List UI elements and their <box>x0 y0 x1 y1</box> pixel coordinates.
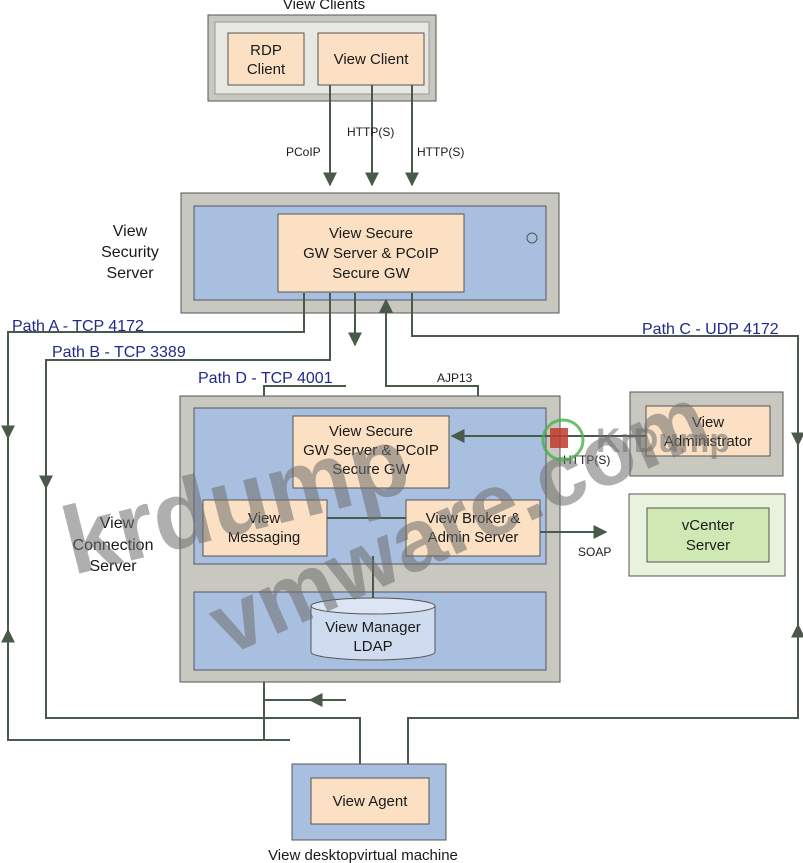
krdump-logo: KrDump <box>541 418 730 462</box>
view-admin-line1: View <box>692 414 724 431</box>
footer-label: View desktopvirtual machine <box>268 847 458 863</box>
view-messaging-line2: Messaging <box>228 529 301 546</box>
soap-label: SOAP <box>578 545 611 559</box>
path-d-label: Path D - TCP 4001 <box>198 370 333 387</box>
path-c-label: Path C - UDP 4172 <box>642 321 779 338</box>
view-client-label: View Client <box>334 51 410 68</box>
view-broker-line1: View Broker & <box>426 510 521 527</box>
path-a-wire <box>7 293 305 741</box>
https-label-2: HTTP(S) <box>417 145 464 159</box>
security-server-label-1: View <box>113 223 148 240</box>
security-gw-line2: GW Server & PCoIP <box>303 245 439 262</box>
pcoip-label: PCoIP <box>286 145 321 159</box>
connection-server-label-2: Connection <box>73 537 154 554</box>
ldap-line2: LDAP <box>353 638 392 655</box>
view-messaging-line1: View <box>248 510 280 527</box>
view-agent-label: View Agent <box>333 793 409 810</box>
view-client-box: View Client <box>317 32 425 86</box>
krdump-logo-text: KrDump <box>596 422 730 460</box>
ldap-database-icon <box>310 597 436 661</box>
security-gw-line3: Secure GW <box>332 265 410 282</box>
path-b-label: Path B - TCP 3389 <box>52 344 186 361</box>
ldap-line1: View Manager <box>325 619 421 636</box>
rdp-client-line2: Client <box>247 61 286 78</box>
registered-mark-icon <box>526 232 538 244</box>
security-gw-line1: View Secure <box>329 225 413 242</box>
rdp-client-box: RDP Client <box>227 32 305 86</box>
cs-gw-line3: Secure GW <box>332 461 410 478</box>
connection-server-group: View Secure GW Server & PCoIP Secure GW … <box>179 395 561 683</box>
connection-server-label-1: View <box>100 515 135 532</box>
security-server-label-3: Server <box>106 265 154 282</box>
vcenter-line1: vCenter <box>682 517 735 534</box>
view-agent-group: View Agent <box>291 763 447 841</box>
security-server-label-2: Security <box>101 244 159 261</box>
https-label-1: HTTP(S) <box>347 125 394 139</box>
vcenter-group: vCenter Server <box>628 493 786 577</box>
connection-server-label-3: Server <box>89 558 137 575</box>
vcenter-line2: Server <box>686 537 730 554</box>
path-a-label: Path A - TCP 4172 <box>12 318 144 335</box>
security-server-group: View Secure GW Server & PCoIP Secure GW <box>180 192 560 314</box>
cs-gw-line2: GW Server & PCoIP <box>303 442 439 459</box>
view-admin-line2: Administrator <box>664 433 752 450</box>
view-broker-line2: Admin Server <box>428 529 519 546</box>
rdp-client-line1: RDP <box>250 42 282 59</box>
view-clients-group: RDP Client View Client <box>207 14 437 102</box>
view-clients-title: View Clients <box>283 0 365 13</box>
ajp13-label: AJP13 <box>437 371 473 385</box>
path-c-wire <box>407 293 799 765</box>
path-b-wire <box>45 293 361 765</box>
view-administrator-group: View Administrator <box>629 391 784 477</box>
cs-gw-line1: View Secure <box>329 423 413 440</box>
